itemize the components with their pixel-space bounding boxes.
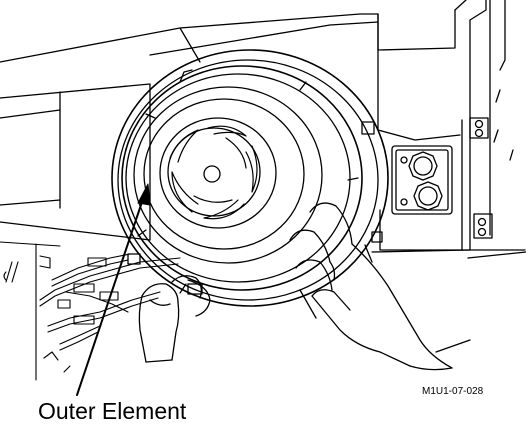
left-hand (138, 275, 211, 363)
mounting-bracket (391, 145, 453, 215)
outer-element-label: Outer Element (38, 398, 187, 424)
swirl-vanes (169, 125, 258, 220)
figure-code: M1U1-07-028 (422, 386, 484, 397)
bolt-pair-lower (473, 213, 493, 239)
bolt-pair-upper (469, 117, 489, 139)
right-edge-lines (493, 89, 514, 161)
callout-arrow (76, 183, 151, 396)
right-hand (289, 202, 471, 371)
filter-housing (111, 49, 389, 307)
machine-frame (0, 0, 526, 263)
